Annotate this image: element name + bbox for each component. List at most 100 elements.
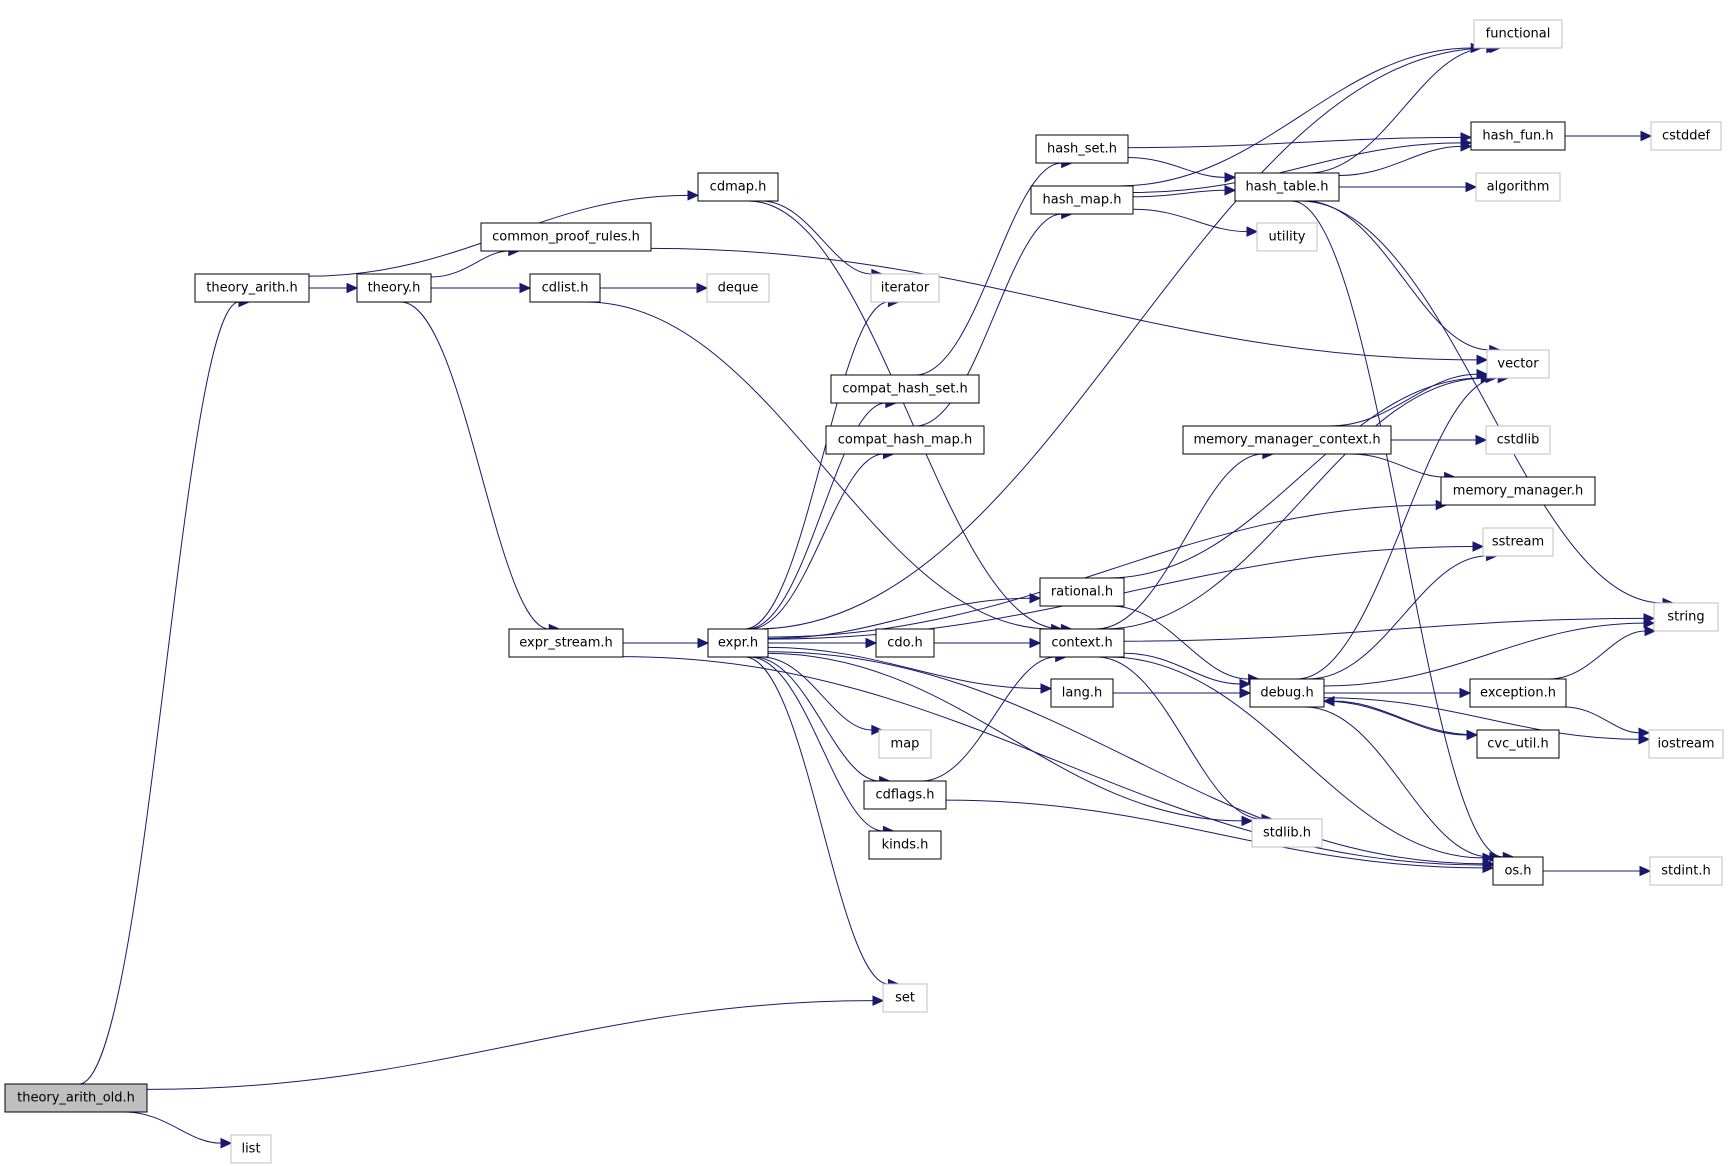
node-cdmap[interactable]: cdmap.h	[697, 172, 779, 202]
node-hash-table[interactable]: hash_table.h	[1234, 172, 1340, 202]
node-label: iterator	[881, 281, 930, 296]
node-exception[interactable]: exception.h	[1469, 678, 1567, 708]
node-label: functional	[1486, 27, 1551, 42]
edge-expr-to-set	[744, 656, 900, 990]
edge-line	[945, 799, 1484, 869]
edge-hash_table-to-algorithm	[1339, 181, 1478, 193]
node-expr[interactable]: expr.h	[707, 628, 769, 658]
node-hash-map[interactable]: hash_map.h	[1030, 185, 1134, 215]
node-debug[interactable]: debug.h	[1249, 678, 1325, 708]
edge-expr-to-rational	[767, 592, 1042, 640]
node-theory[interactable]: theory.h	[356, 273, 432, 303]
arrowhead-icon	[346, 282, 359, 294]
edge-expr-to-functional	[755, 42, 1502, 630]
edge-hash_table-to-vector	[1305, 200, 1501, 356]
node-cdlist[interactable]: cdlist.h	[529, 273, 601, 303]
node-label: set	[895, 991, 915, 1006]
edge-hash_map-to-hash_table	[1132, 185, 1237, 198]
edge-line	[1305, 200, 1490, 351]
arrowhead-icon	[865, 637, 878, 649]
node-lang[interactable]: lang.h	[1050, 678, 1114, 708]
node-compat-hash-map[interactable]: compat_hash_map.h	[825, 425, 985, 455]
node-label: os.h	[1504, 864, 1531, 879]
node-hash-fun[interactable]: hash_fun.h	[1470, 121, 1566, 151]
node-box	[1256, 222, 1318, 252]
node-theory-arith-old[interactable]: theory_arith_old.h	[4, 1083, 148, 1113]
edge-line	[79, 301, 239, 1085]
arrowhead-icon	[1475, 434, 1488, 446]
arrowhead-icon	[697, 637, 710, 649]
node-hash-set[interactable]: hash_set.h	[1035, 134, 1129, 164]
edge-line	[124, 1111, 222, 1144]
node-box	[1182, 425, 1392, 455]
edge-line	[1323, 697, 1640, 740]
node-deque: deque	[706, 273, 770, 303]
node-box	[707, 628, 769, 658]
node-label: expr_stream.h	[519, 636, 613, 651]
node-theory-arith[interactable]: theory_arith.h	[194, 273, 310, 303]
node-memory-manager[interactable]: memory_manager.h	[1440, 476, 1596, 506]
arrowhead-icon	[1246, 226, 1259, 237]
node-common-proof-rules[interactable]: common_proof_rules.h	[480, 222, 652, 252]
edge-debug-to-os	[1305, 706, 1502, 863]
edge-cvc_util-to-debug	[1322, 695, 1478, 736]
edge-line	[146, 1000, 874, 1090]
node-label: hash_fun.h	[1482, 129, 1553, 144]
edge-line	[1097, 656, 1262, 820]
node-label: debug.h	[1260, 686, 1313, 701]
node-expr-stream[interactable]: expr_stream.h	[508, 628, 624, 658]
node-os[interactable]: os.h	[1492, 856, 1544, 886]
node-label: sstream	[1492, 535, 1544, 550]
arrowhead-icon	[872, 995, 885, 1006]
node-box	[1035, 134, 1129, 164]
edge-line	[747, 402, 886, 630]
node-cdo[interactable]: cdo.h	[875, 628, 935, 658]
node-cdflags[interactable]: cdflags.h	[863, 780, 947, 810]
node-box	[529, 273, 601, 303]
edge-line	[1118, 47, 1472, 187]
edges-layer	[79, 42, 1675, 1149]
node-box	[863, 780, 947, 810]
node-stdint: stdint.h	[1649, 856, 1723, 886]
node-label: list	[241, 1142, 260, 1157]
arrowhead-icon	[1644, 625, 1657, 637]
edge-line	[767, 651, 1484, 865]
edge-line	[1132, 142, 1462, 194]
node-memory-manager-context[interactable]: memory_manager_context.h	[1182, 425, 1392, 455]
arrowhead-icon	[696, 282, 709, 294]
node-box	[1039, 628, 1125, 658]
node-label: string	[1667, 610, 1704, 625]
node-box	[230, 1134, 272, 1164]
node-cvc-util[interactable]: cvc_util.h	[1476, 729, 1560, 759]
edge-line	[1329, 373, 1478, 427]
edge-line	[915, 213, 1062, 427]
edge-line	[1299, 200, 1664, 604]
edge-line	[749, 453, 884, 630]
edge-line	[744, 301, 889, 630]
node-label: theory_arith_old.h	[17, 1091, 135, 1106]
node-label: context.h	[1051, 636, 1112, 651]
edge-line	[1308, 555, 1487, 680]
edge-context-to-debug	[1123, 652, 1252, 690]
node-box	[1234, 172, 1340, 202]
node-label: compat_hash_map.h	[838, 433, 973, 448]
node-box	[1249, 678, 1325, 708]
edge-line	[755, 47, 1491, 630]
arrowhead-icon	[1476, 354, 1489, 366]
edge-expr-to-cdo	[768, 637, 878, 649]
node-kinds[interactable]: kinds.h	[868, 830, 942, 860]
edge-cdo-to-context	[934, 637, 1042, 649]
node-rational[interactable]: rational.h	[1039, 577, 1125, 607]
edge-line	[1296, 377, 1499, 680]
node-box	[1039, 577, 1125, 607]
node-box	[1485, 425, 1551, 455]
node-label: expr.h	[718, 636, 758, 651]
node-compat-hash-set[interactable]: compat_hash_set.h	[830, 374, 980, 404]
arrowhead-icon	[1239, 687, 1252, 699]
arrowhead-icon	[687, 190, 700, 201]
node-box	[480, 222, 652, 252]
node-context[interactable]: context.h	[1039, 628, 1125, 658]
node-box	[1475, 172, 1561, 202]
edge-line	[1548, 630, 1646, 680]
edge-debug-to-iostream	[1323, 697, 1651, 745]
